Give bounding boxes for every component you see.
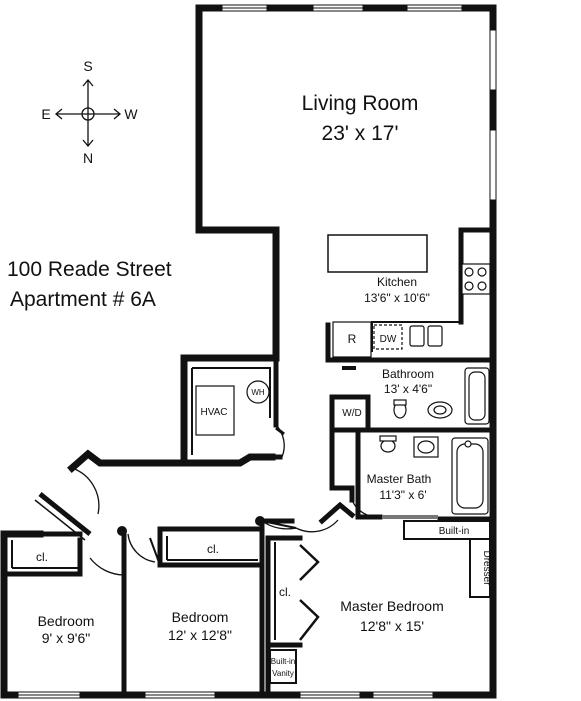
master-bath-fixtures (379, 435, 489, 515)
top-windows (221, 4, 463, 12)
hvac-unit (195, 385, 235, 436)
bedroom-1-name: Bedroom (38, 613, 95, 629)
bedroom-1-size: 9' x 9'6" (42, 630, 90, 646)
door-swings (34, 424, 371, 641)
stove (461, 263, 491, 295)
master-closet-label: cl. (279, 585, 291, 599)
exterior-walls (0, 4, 497, 699)
dishwasher (373, 324, 403, 350)
water-heater (246, 380, 270, 404)
master-bath-threshold (382, 515, 438, 519)
bathroom-fixtures (393, 367, 490, 425)
bottom-windows (17, 691, 434, 699)
master-bath-name: Master Bath (367, 472, 432, 486)
compass-south-label: S (83, 58, 92, 74)
bedroom-2-name: Bedroom (172, 609, 229, 625)
refrigerator (332, 321, 372, 358)
bathroom-size: 13' x 4'6" (384, 382, 432, 396)
dishwasher-label: DW (380, 334, 397, 345)
bedroom-2-closet-label: cl. (207, 542, 219, 556)
right-windows (489, 29, 497, 201)
kitchen-sink (409, 325, 443, 347)
washer-dryer-label: W/D (342, 408, 361, 419)
interior-walls (1, 227, 496, 698)
door-hinges (117, 516, 265, 536)
refrigerator-label: R (348, 332, 357, 346)
living-room-size: 23' x 17' (322, 122, 399, 145)
compass-east-label: E (41, 106, 50, 122)
compass-rose (54, 78, 122, 148)
bedroom-2-size: 12' x 12'8" (168, 627, 232, 643)
kitchen-island (327, 234, 428, 273)
master-bedroom-name: Master Bedroom (340, 598, 443, 614)
compass-north-label: N (83, 150, 93, 166)
bedroom-1-closet-label: cl. (36, 550, 48, 564)
built-in-vanity-label-1: Built-in (271, 657, 295, 666)
address-line-2: Apartment # 6A (10, 288, 156, 311)
kitchen-name: Kitchen (377, 275, 417, 289)
thin-walls (11, 321, 491, 684)
built-in-vanity-label-2: Vanity (272, 669, 294, 678)
compass-west-label: W (124, 106, 138, 122)
address-line-1: 100 Reade Street (7, 258, 172, 281)
built-in-label: Built-in (439, 526, 470, 537)
master-bedroom-size: 12'8" x 15' (360, 618, 424, 634)
kitchen-size: 13'6" x 10'6" (364, 291, 430, 305)
dresser-label: Dresser (481, 550, 492, 586)
hvac-label: HVAC (200, 407, 227, 418)
bathroom-name: Bathroom (382, 367, 434, 381)
master-bath-size: 11'3" x 6' (379, 488, 426, 502)
living-room-name: Living Room (302, 92, 419, 115)
water-heater-label: WH (251, 388, 265, 397)
